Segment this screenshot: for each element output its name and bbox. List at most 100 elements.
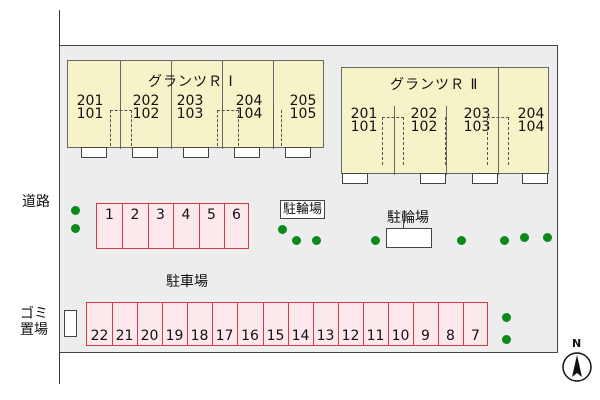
- stair-outline: [445, 117, 446, 165]
- parking-space-number: 6: [232, 207, 241, 223]
- stair-outline: [110, 110, 132, 146]
- parking-space-number: 4: [181, 207, 191, 223]
- unit-3-upper: 203: [176, 93, 204, 109]
- parking-divider: [148, 204, 149, 248]
- stair-outline: [281, 110, 282, 146]
- parking-space-number: 2: [130, 207, 140, 223]
- unit-divider: [273, 61, 274, 149]
- parking-space-number: 20: [140, 328, 159, 344]
- tree-icon: [278, 225, 287, 234]
- tree-icon: [502, 335, 511, 344]
- parking-space-number: 8: [446, 328, 455, 344]
- unit-1-upper: 201: [350, 106, 378, 122]
- stair-outline: [487, 117, 509, 165]
- unit-4-lower: 104: [517, 119, 545, 135]
- parking-divider: [413, 303, 414, 345]
- parking-divider: [224, 204, 225, 248]
- unit-4-lower: 104: [235, 106, 263, 122]
- parking-divider: [187, 303, 188, 345]
- parking-space-number: 11: [366, 328, 385, 344]
- parking-divider: [463, 303, 464, 345]
- tree-icon: [292, 236, 301, 245]
- unit-divider: [171, 61, 172, 149]
- unit-5-lower: 105: [289, 106, 317, 122]
- unit-1-lower: 101: [350, 119, 378, 135]
- unit-1-lower: 101: [76, 106, 104, 122]
- parking-space-number: 5: [207, 207, 216, 223]
- bike-parking-shed: [386, 228, 432, 248]
- unit-divider: [446, 106, 447, 175]
- north-arrow-icon: [560, 350, 594, 384]
- tree-icon: [371, 236, 380, 245]
- parking-divider: [237, 303, 238, 345]
- stair-outline: [382, 117, 404, 165]
- unit-2-lower: 102: [132, 106, 160, 122]
- unit-4-upper: 204: [517, 106, 545, 122]
- unit-divider: [222, 61, 223, 149]
- entrance-step: [183, 147, 209, 158]
- parking-row-upper: 1 2 3 4 5 6: [96, 203, 249, 249]
- parking-lot-label: 駐車場: [166, 274, 208, 290]
- tree-icon: [543, 233, 552, 242]
- north-label: N: [572, 337, 582, 350]
- tree-icon: [502, 313, 511, 322]
- parking-space-number: 18: [190, 328, 209, 344]
- road-label: 道路: [22, 194, 50, 210]
- parking-divider: [388, 303, 389, 345]
- unit-divider: [394, 106, 395, 175]
- parking-divider: [212, 303, 213, 345]
- parking-space-number: 12: [341, 328, 360, 344]
- building-2-name: グランツＲ Ⅱ: [390, 77, 479, 93]
- entrance-step: [420, 173, 446, 184]
- parking-divider: [313, 303, 314, 345]
- tree-icon: [457, 236, 466, 245]
- tree-icon: [520, 233, 529, 242]
- parking-divider: [263, 303, 264, 345]
- entrance-step: [285, 147, 311, 158]
- unit-3-lower: 103: [463, 119, 491, 135]
- entrance-step: [342, 173, 368, 184]
- parking-space-number: 10: [391, 328, 410, 344]
- parking-space-number: 1: [105, 207, 114, 223]
- garbage-label-2: 置場: [20, 322, 48, 338]
- parking-divider: [122, 204, 123, 248]
- parking-space-number: 17: [215, 328, 234, 344]
- parking-space-number: 22: [90, 328, 109, 344]
- parking-divider: [438, 303, 439, 345]
- bike-parking-label-2: 駐輪場: [387, 210, 429, 226]
- building-1-name: グランツＲ Ⅰ: [148, 74, 234, 90]
- parking-space-number: 14: [291, 328, 310, 344]
- parking-divider: [173, 204, 174, 248]
- tree-icon: [71, 206, 80, 215]
- bike-parking-pointer: [403, 220, 404, 229]
- parking-space-number: 16: [241, 328, 259, 344]
- unit-2-lower: 102: [410, 119, 438, 135]
- entrance-step: [81, 147, 107, 158]
- parking-space-number: 21: [115, 328, 134, 344]
- parking-space-number: 3: [156, 207, 165, 223]
- unit-divider: [498, 68, 499, 175]
- stair-outline: [273, 110, 274, 146]
- unit-4-upper: 204: [235, 93, 263, 109]
- parking-space-number: 13: [316, 328, 335, 344]
- entrance-step: [472, 173, 498, 184]
- unit-2-upper: 202: [132, 93, 160, 109]
- entrance-step: [522, 173, 548, 184]
- parking-divider: [338, 303, 339, 345]
- unit-1-upper: 201: [76, 93, 104, 109]
- parking-divider: [162, 303, 163, 345]
- building-1: グランツＲ Ⅰ: [67, 60, 324, 149]
- parking-divider: [288, 303, 289, 345]
- parking-divider: [112, 303, 113, 345]
- parking-space-number: 19: [165, 328, 184, 344]
- unit-divider: [120, 61, 121, 149]
- unit-3-lower: 103: [176, 106, 204, 122]
- unit-2-upper: 202: [410, 106, 438, 122]
- parking-space-number: 9: [421, 328, 430, 344]
- stair-outline: [217, 110, 239, 146]
- garbage-label-1: ゴミ: [20, 306, 48, 322]
- tree-icon: [71, 224, 80, 233]
- bike-parking-label-1: 駐輪場: [280, 200, 326, 219]
- parking-row-lower: 22 21 20 19 18 17 16 15 14 13 12 11 10 9…: [86, 302, 488, 346]
- parking-divider: [137, 303, 138, 345]
